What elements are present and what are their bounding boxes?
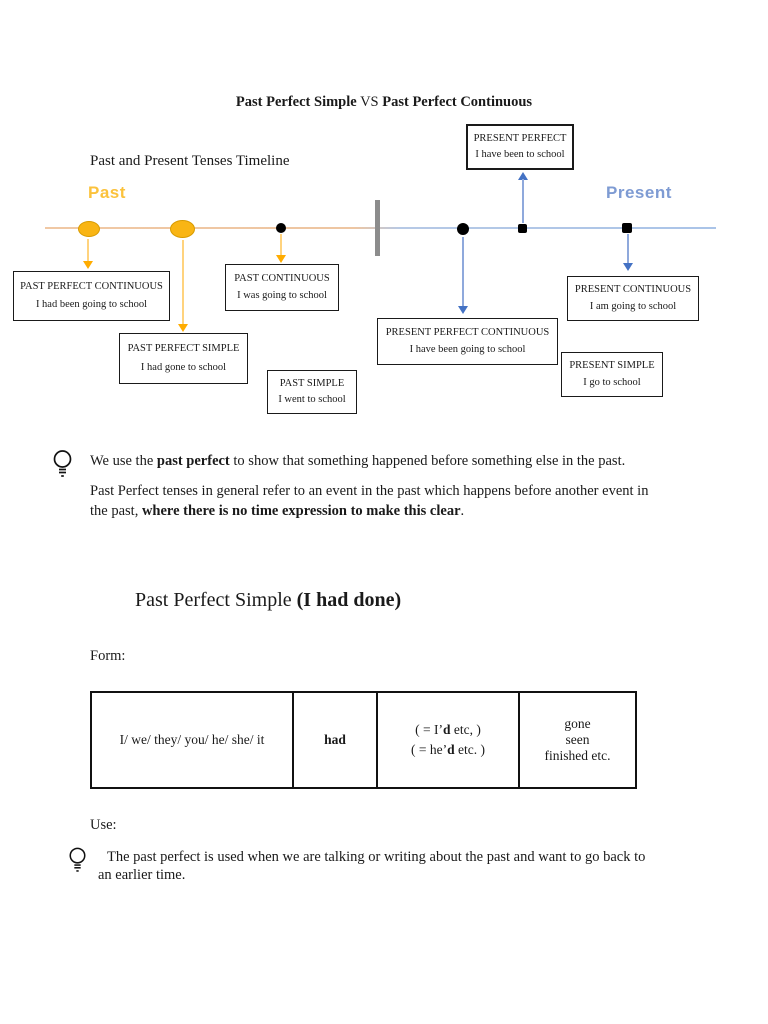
contr-text: etc, ) [450,722,481,738]
form-table: I/ we/ they/ you/ he/ she/ it had ( = I’… [90,691,637,789]
participle: gone [564,715,591,731]
past-label: Past [88,183,126,202]
arrow-present-perfect [522,179,524,223]
note-text: The past perfect is used when we are tal… [107,849,646,865]
timeline-line [45,227,716,229]
arrowhead-down-icon [623,263,633,271]
tense-box-past-perfect-continuous: PAST PERFECT CONTINUOUS I had been going… [13,271,170,321]
tense-box-past-continuous: PAST CONTINUOUS I was going to school [225,264,339,311]
table-cell-contractions: ( = I’d etc, ) ( = he’d etc. ) [376,691,520,789]
table-cell-subjects: I/ we/ they/ you/ he/ she/ it [90,691,294,789]
box-title: PRESENT PERFECT [473,132,567,144]
title-vs: VS [356,94,383,110]
arrow-past-continuous [280,234,282,256]
box-example: I went to school [278,394,346,406]
box-title: PRESENT SIMPLE [569,360,655,372]
contr-text: ( = he’ [411,742,448,757]
table-row: I/ we/ they/ you/ he/ she/ it had ( = I’… [90,691,637,789]
timeline-marker-present-square-2 [622,223,632,233]
box-example: I had gone to school [140,362,227,374]
box-example: I have been going to school [409,344,526,356]
participle: finished etc. [544,748,611,764]
tense-box-past-simple: PAST SIMPLE I went to school [267,370,357,414]
page-title: Past Perfect Simple VS Past Perfect Cont… [0,94,768,111]
arrow-present-continuous [627,234,629,264]
timeline-marker-present-dot [457,223,469,235]
timeline-marker-past-dot [276,223,286,233]
tense-box-present-perfect-continuous: PRESENT PERFECT CONTINUOUS I have been g… [377,318,558,365]
table-cell-participles: gone seen finished etc. [518,691,637,789]
use-note: The past perfect is used when we are tal… [98,849,698,884]
note-past-perfect: We use the past perfect to show that som… [90,451,730,471]
section-heading: Past Perfect Simple (I had done) [135,589,401,612]
present-label: Present [606,183,672,202]
contr-bold: d [447,742,455,757]
box-title: PAST SIMPLE [279,377,345,389]
note-text: Past Perfect tenses in general refer to … [90,483,649,499]
timeline-marker-past-ellipse-2 [170,220,195,238]
verb-text: had [324,732,346,747]
timeline-marker-present-square-1 [518,224,527,233]
box-example: I had been going to school [35,299,148,311]
arrow-past-perfect-simple [182,240,184,325]
use-label: Use: [90,817,117,833]
contr-bold: d [442,722,451,738]
past-present-divider [375,200,380,256]
arrowhead-up-icon [518,172,528,180]
contr-text: etc. ) [454,742,485,757]
table-cell-verb: had [292,691,378,789]
arrow-past-perfect-continuous [87,239,89,262]
note-text: to show that something happened before s… [229,453,626,469]
lightbulb-icon [53,450,72,477]
arrowhead-down-icon [178,324,188,332]
note-past-perfect-general: Past Perfect tenses in general refer to … [90,481,730,521]
lightbulb-icon [69,847,86,872]
participle: seen [565,731,590,747]
tense-box-past-perfect-simple: PAST PERFECT SIMPLE I had gone to school [119,333,248,384]
box-title: PAST CONTINUOUS [234,272,330,284]
contraction-line: ( = I’d etc, ) [380,720,516,740]
note-text: the past, [90,503,142,519]
title-part1: Past Perfect Simple [235,94,357,110]
box-example: I go to school [583,377,641,389]
contr-text: ( = I’ [415,722,443,738]
box-title: PRESENT CONTINUOUS [574,284,692,296]
arrow-present-perfect-continuous [462,237,464,307]
form-label: Form: [90,648,126,664]
box-example: I have been to school [475,149,565,161]
note-bold-text: past perfect [156,453,230,469]
contraction-line: ( = he’d etc. ) [380,740,516,760]
tense-box-present-simple: PRESENT SIMPLE I go to school [561,352,663,397]
note-text: We use the [90,453,157,469]
arrowhead-down-icon [83,261,93,269]
note-bold-text: where there is no time expression to mak… [141,503,461,519]
box-example: I was going to school [237,290,327,302]
timeline-marker-past-ellipse-1 [78,221,100,237]
tense-box-present-continuous: PRESENT CONTINUOUS I am going to school [567,276,699,321]
box-title: PRESENT PERFECT CONTINUOUS [385,326,550,338]
arrowhead-down-icon [276,255,286,263]
note-text: an earlier time. [98,866,186,883]
arrowhead-down-icon [458,306,468,314]
timeline-caption: Past and Present Tenses Timeline [90,153,290,169]
heading-bold-text: (I had done) [296,589,402,611]
box-title: PAST PERFECT CONTINUOUS [20,280,163,292]
heading-text: Past Perfect Simple [135,589,297,611]
note-text: . [460,503,465,519]
tense-box-present-perfect: PRESENT PERFECT I have been to school [466,124,574,170]
box-title: PAST PERFECT SIMPLE [127,343,240,355]
box-example: I am going to school [589,301,677,313]
title-part2: Past Perfect Continuous [382,94,533,110]
